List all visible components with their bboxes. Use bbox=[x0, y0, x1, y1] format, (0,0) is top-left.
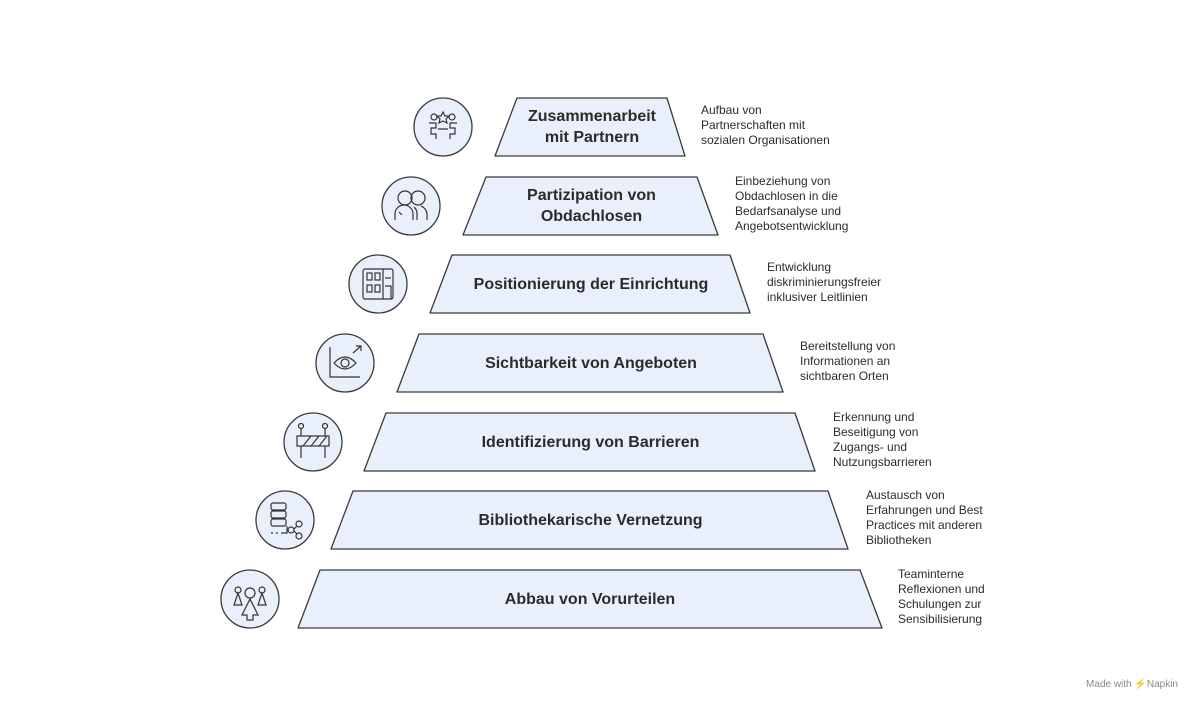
layer-title: Zusammenarbeit mit Partnern bbox=[517, 98, 667, 156]
people-group-icon bbox=[394, 190, 428, 220]
pyramid-layer bbox=[429, 254, 751, 314]
layer-title: Identifizierung von Barrieren bbox=[386, 413, 795, 471]
icon-circle bbox=[255, 490, 315, 550]
pyramid-layer bbox=[462, 176, 719, 236]
icon-circle bbox=[348, 254, 408, 314]
eye-chart-icon bbox=[329, 345, 362, 378]
layer-description: Entwicklung diskriminierungsfreier inklu… bbox=[767, 259, 882, 304]
layer-title: Abbau von Vorurteilen bbox=[320, 570, 860, 628]
pyramid-layer bbox=[297, 569, 883, 629]
layer-title: Sichtbarkeit von Angeboten bbox=[419, 334, 763, 392]
layer-title-text: Identifizierung von Barrieren bbox=[481, 433, 700, 451]
layer-description: Erkennung und Beseitigung von Zugangs- u… bbox=[833, 410, 932, 469]
pyramid-layer bbox=[396, 333, 784, 393]
layer-description: Aufbau von Partnerschaften mit sozialen … bbox=[701, 102, 830, 147]
layer-description: Teaminterne Reflexionen und Schulungen z… bbox=[898, 567, 985, 626]
icon-circle bbox=[413, 97, 473, 157]
pyramid-layer bbox=[363, 412, 816, 472]
layer-description: Austausch von Erfahrungen und Best Pract… bbox=[866, 488, 983, 547]
layer-description: Bereitstellung von Informationen an sich… bbox=[800, 338, 896, 383]
icon-circle bbox=[283, 412, 343, 472]
pyramid-layer bbox=[494, 97, 686, 157]
layer-title: Partizipation von Obdachlosen bbox=[486, 177, 697, 235]
icon-circle bbox=[381, 176, 441, 236]
layer-title: Bibliothekarische Vernetzung bbox=[353, 491, 828, 549]
network-server-icon bbox=[270, 502, 303, 540]
icon-circle bbox=[315, 333, 375, 393]
layer-title-text: Partizipation von Obdachlosen bbox=[527, 187, 656, 225]
layer-title: Positionierung der Einrichtung bbox=[452, 255, 730, 313]
team-icon bbox=[233, 586, 267, 621]
layer-title-text: Sichtbarkeit von Angeboten bbox=[485, 354, 697, 372]
building-icon bbox=[362, 268, 394, 300]
barrier-icon bbox=[296, 422, 330, 458]
layer-title-text: Abbau von Vorurteilen bbox=[504, 590, 676, 608]
partners-collaboration-icon bbox=[429, 110, 457, 139]
layer-description: Einbeziehung von Obdachlosen in die Beda… bbox=[735, 174, 849, 233]
layer-title-text: Zusammenarbeit mit Partnern bbox=[527, 108, 657, 146]
pyramid-layer bbox=[330, 490, 849, 550]
layer-title-text: Bibliothekarische Vernetzung bbox=[478, 511, 703, 529]
layer-title-text: Positionierung der Einrichtung bbox=[473, 275, 709, 293]
footer-credit: Made with ⚡Napkin bbox=[1086, 679, 1178, 690]
